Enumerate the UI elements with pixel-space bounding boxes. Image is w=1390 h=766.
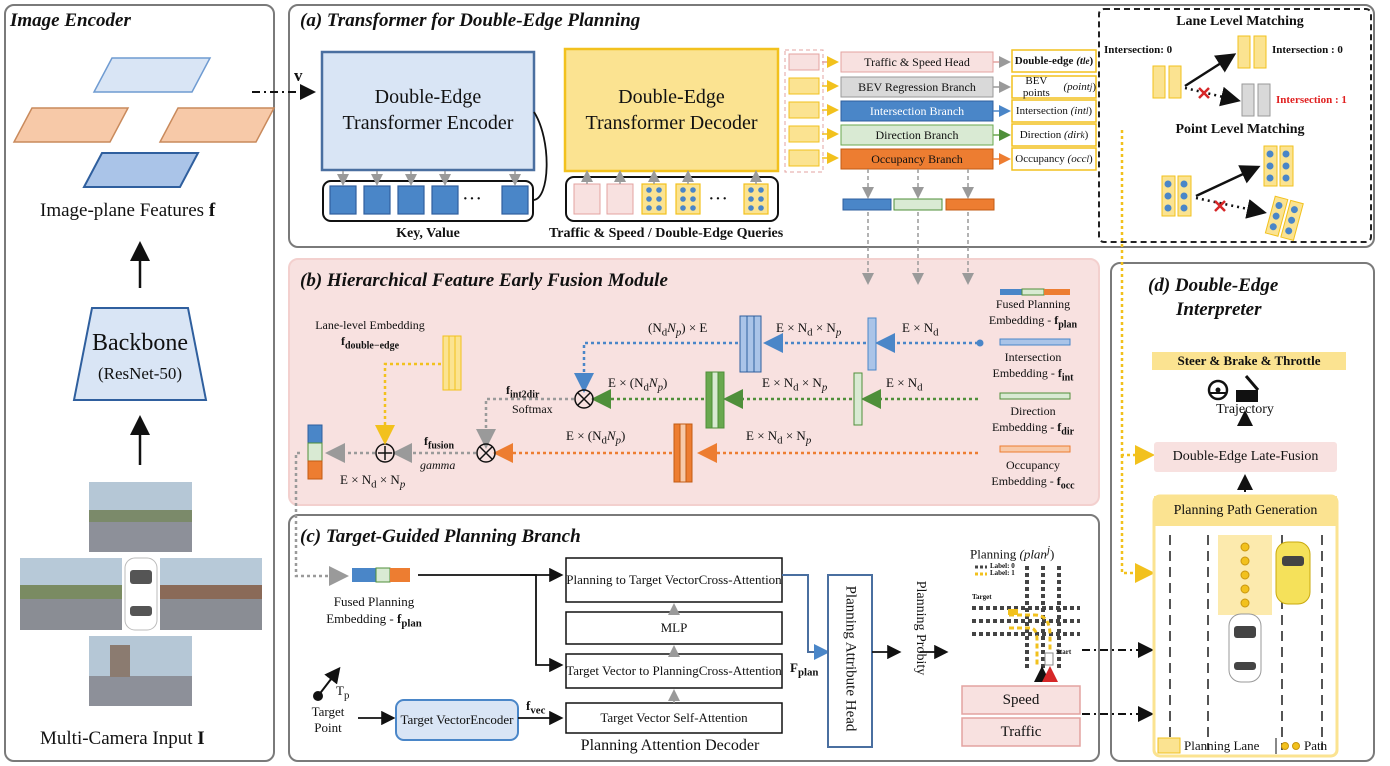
panel-c-title: (c) Target-Guided Planning Branch (300, 526, 581, 547)
probity-label: Planning Probity (913, 580, 928, 676)
target-tag: Target (972, 593, 992, 601)
f-vec-label: fvec (526, 698, 546, 717)
matching-box (1098, 8, 1372, 243)
queries-label: Traffic & Speed / Double-Edge Queries (549, 226, 784, 241)
backbone-subtitle: (ResNet-50) (97, 364, 183, 383)
fusion-embedding-bars (999, 288, 1071, 453)
trajectory-label: Trajectory (1216, 402, 1274, 417)
dim-orange-1: E × Nd × Np (746, 428, 812, 447)
branch-traffic-speed: Traffic & Speed Head (864, 54, 970, 69)
lane-level-matching-graphic (1152, 35, 1271, 117)
dim-blue-3: (NdNp) × E (648, 320, 708, 339)
legend-label-0: Label: 0 (990, 562, 1015, 570)
dim-fused: E × Nd × Np (340, 472, 406, 491)
decoder-block-self: Target Vector Self-Attention (600, 710, 748, 725)
gamma-label: gamma (420, 458, 456, 472)
encoder-label: Double-Edge Transformer Encoder (342, 86, 514, 134)
branch-occupancy: Occupancy Branch (871, 151, 963, 166)
legend-label-1: Label: 1 (990, 569, 1015, 577)
lane-left-label: Intersection: 0 (1104, 44, 1173, 56)
traffic-box: Traffic (1000, 723, 1042, 740)
lane-matching-title: Lane Level Matching (1176, 14, 1304, 29)
dim-blue-2: E × Nd × Np (776, 320, 842, 339)
backbone-title: Backbone (92, 330, 188, 356)
head-label: Planning Attribute Head (842, 585, 859, 732)
kv-label: Key, Value (396, 226, 460, 241)
control-label: Steer & Brake & Throttle (1177, 353, 1321, 368)
point-level-matching-graphic (1161, 145, 1304, 242)
query-ellipsis: ··· (708, 188, 728, 210)
lane-bottom-right-label: Intersection : 1 (1276, 94, 1347, 106)
speed-box: Speed (1002, 691, 1040, 708)
decoder-label: Double-Edge Transformer Decoder (585, 86, 758, 134)
dim-green-1: E × Nd (886, 375, 923, 394)
feature-maps (12, 57, 276, 188)
tp-symbol: Tp (336, 683, 350, 702)
branch-bev: BEV Regression Branch (858, 79, 976, 94)
image-encoder-panel (4, 4, 275, 762)
branch-direction: Direction Branch (875, 127, 959, 142)
features-label: Image-plane Features f (40, 200, 216, 221)
planning-grid (972, 565, 1080, 682)
dim-blue-1: E × Nd (902, 320, 939, 339)
legend-lane: Planning Lane (1184, 738, 1260, 753)
decoder-block-mlp: MLP (660, 620, 688, 635)
legend-path: Path (1304, 738, 1328, 753)
panel-a-title: (a) Transformer for Double-Edge Planning (300, 10, 641, 31)
start-tag: Start (1056, 648, 1072, 656)
camera-images (20, 482, 262, 706)
f-fusion-label: ffusion (424, 434, 455, 452)
f-plan-out: Fplan (790, 660, 819, 679)
late-fusion-box: Double-Edge Late-Fusion (1172, 449, 1319, 464)
panel-a (288, 4, 1375, 248)
branch-intersection: Intersection Branch (869, 103, 965, 118)
v-label: v (294, 66, 303, 85)
dim-green-3: E × (NdNp) (608, 375, 668, 394)
dim-green-2: E × Nd × Np (762, 375, 828, 394)
lane-top-right-label: Intersection : 0 (1272, 44, 1343, 56)
point-matching-title: Point Level Matching (1175, 122, 1305, 137)
panel-c (288, 514, 1100, 762)
panel-d (1110, 262, 1375, 762)
f-int2dir-label: fint2dir (506, 383, 540, 401)
panel-b (288, 258, 1100, 506)
decoder-caption: Planning Attention Decoder (580, 737, 760, 754)
ppg-label: Planning Path Generation (1173, 503, 1318, 518)
panel-b-title: (b) Hierarchical Feature Early Fusion Mo… (300, 270, 668, 291)
planning-title: Planning (planj) (970, 544, 1055, 562)
softmax-label: Softmax (512, 402, 553, 416)
image-encoder-title: Image Encoder (10, 10, 131, 31)
input-label: Multi-Camera Input I (40, 728, 205, 749)
dim-orange-2: E × (NdNp) (566, 428, 626, 447)
kv-ellipsis: ··· (462, 188, 482, 210)
